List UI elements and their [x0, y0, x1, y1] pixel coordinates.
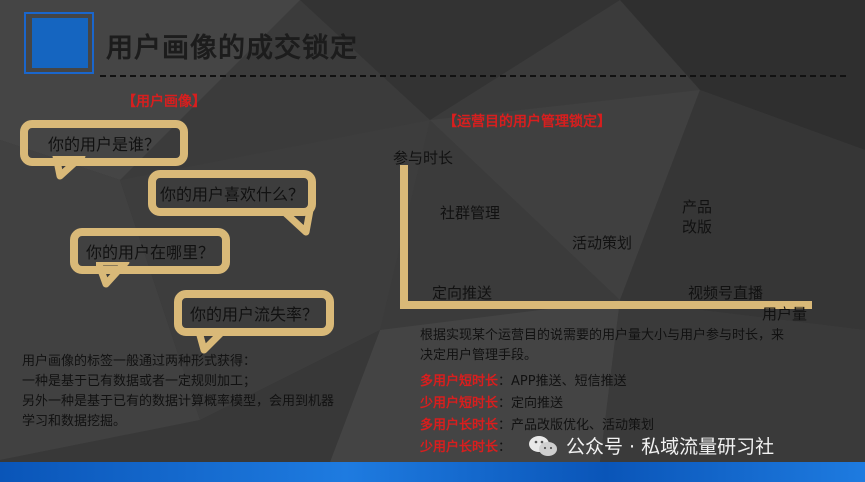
item-product-line1: 产品: [682, 198, 713, 216]
profile-line-1: 用户画像的标签一般通过两种形式获得：: [22, 354, 257, 369]
bubble-text: 你的用户喜欢什么？: [159, 185, 304, 204]
wechat-icon: [529, 435, 557, 456]
x-axis-label: 用户量: [762, 305, 808, 323]
y-axis-label: 参与时长: [393, 149, 454, 167]
operation-intro: 根据实现某个运营目的说需要的用户量大小与用户参与时长，来 决定用户管理手段。: [420, 326, 850, 366]
rule-value: 定向推送: [511, 396, 564, 411]
rule-key: 少用户长时长: [420, 440, 499, 455]
footer-bar: [0, 462, 865, 482]
bubble-what-users-like: 你的用户喜欢什么？: [148, 170, 316, 216]
rule-row: 多用户短时长：APP推送、短信推送: [420, 372, 627, 392]
rule-key: 多用户短时长: [420, 374, 499, 389]
page-title: 用户画像的成交锁定: [106, 33, 358, 64]
rule-key: 多用户长时长: [420, 418, 499, 433]
rule-key: 少用户短时长: [420, 396, 499, 411]
item-activity-planning: 活动策划: [572, 234, 633, 252]
bubble-text: 你的用户是谁？: [47, 135, 160, 154]
rule-sep: ：: [498, 440, 512, 455]
item-targeted-push: 定向推送: [432, 284, 493, 302]
y-axis: [400, 165, 408, 309]
rule-value: APP推送、短信推送: [511, 374, 627, 389]
watermark: 公众号 · 私域流量研习社: [528, 432, 774, 459]
profile-line-4: 学习和数据挖掘。: [22, 414, 127, 429]
rule-value: 产品改版优化、活动策划: [511, 418, 655, 433]
title-divider: [100, 75, 846, 77]
intro-line-2: 决定用户管理手段。: [420, 348, 538, 363]
user-profile-label: 【用户画像】: [122, 94, 206, 110]
bubble-who-are-users: 你的用户是谁？: [20, 120, 188, 166]
profile-line-3: 另外一种是基于已有的数据计算概率模型，会用到机器: [22, 394, 335, 409]
intro-line-1: 根据实现某个运营目的说需要的用户量大小与用户参与时长，来: [420, 328, 785, 343]
bubble-churn-rate: 你的用户流失率？: [174, 290, 334, 336]
item-live-stream: 视频号直播: [688, 284, 764, 302]
bubble-where-users: 你的用户在哪里？: [70, 228, 230, 274]
logo-frame: [24, 12, 94, 74]
rule-row: 少用户短时长：定向推送: [420, 394, 563, 414]
rule-row: 少用户长时长：: [420, 438, 511, 458]
x-axis: [400, 301, 812, 309]
profile-description: 用户画像的标签一般通过两种形式获得： 一种是基于已有数据或者一定规则加工； 另外…: [22, 352, 392, 432]
profile-line-2: 一种是基于已有数据或者一定规则加工；: [22, 374, 257, 389]
bubble-text: 你的用户流失率？: [189, 305, 318, 324]
rule-sep: ：: [498, 418, 512, 433]
rule-sep: ：: [498, 374, 512, 389]
operation-label: 【运营目的用户管理锁定】: [443, 114, 611, 130]
watermark-text: 公众号 · 私域流量研习社: [566, 436, 775, 458]
rule-row: 多用户长时长：产品改版优化、活动策划: [420, 416, 654, 436]
bubble-text: 你的用户在哪里？: [85, 243, 214, 262]
logo-block: [32, 18, 88, 68]
rule-sep: ：: [498, 396, 512, 411]
item-community-management: 社群管理: [440, 204, 501, 222]
item-product-line2: 改版: [682, 218, 713, 236]
